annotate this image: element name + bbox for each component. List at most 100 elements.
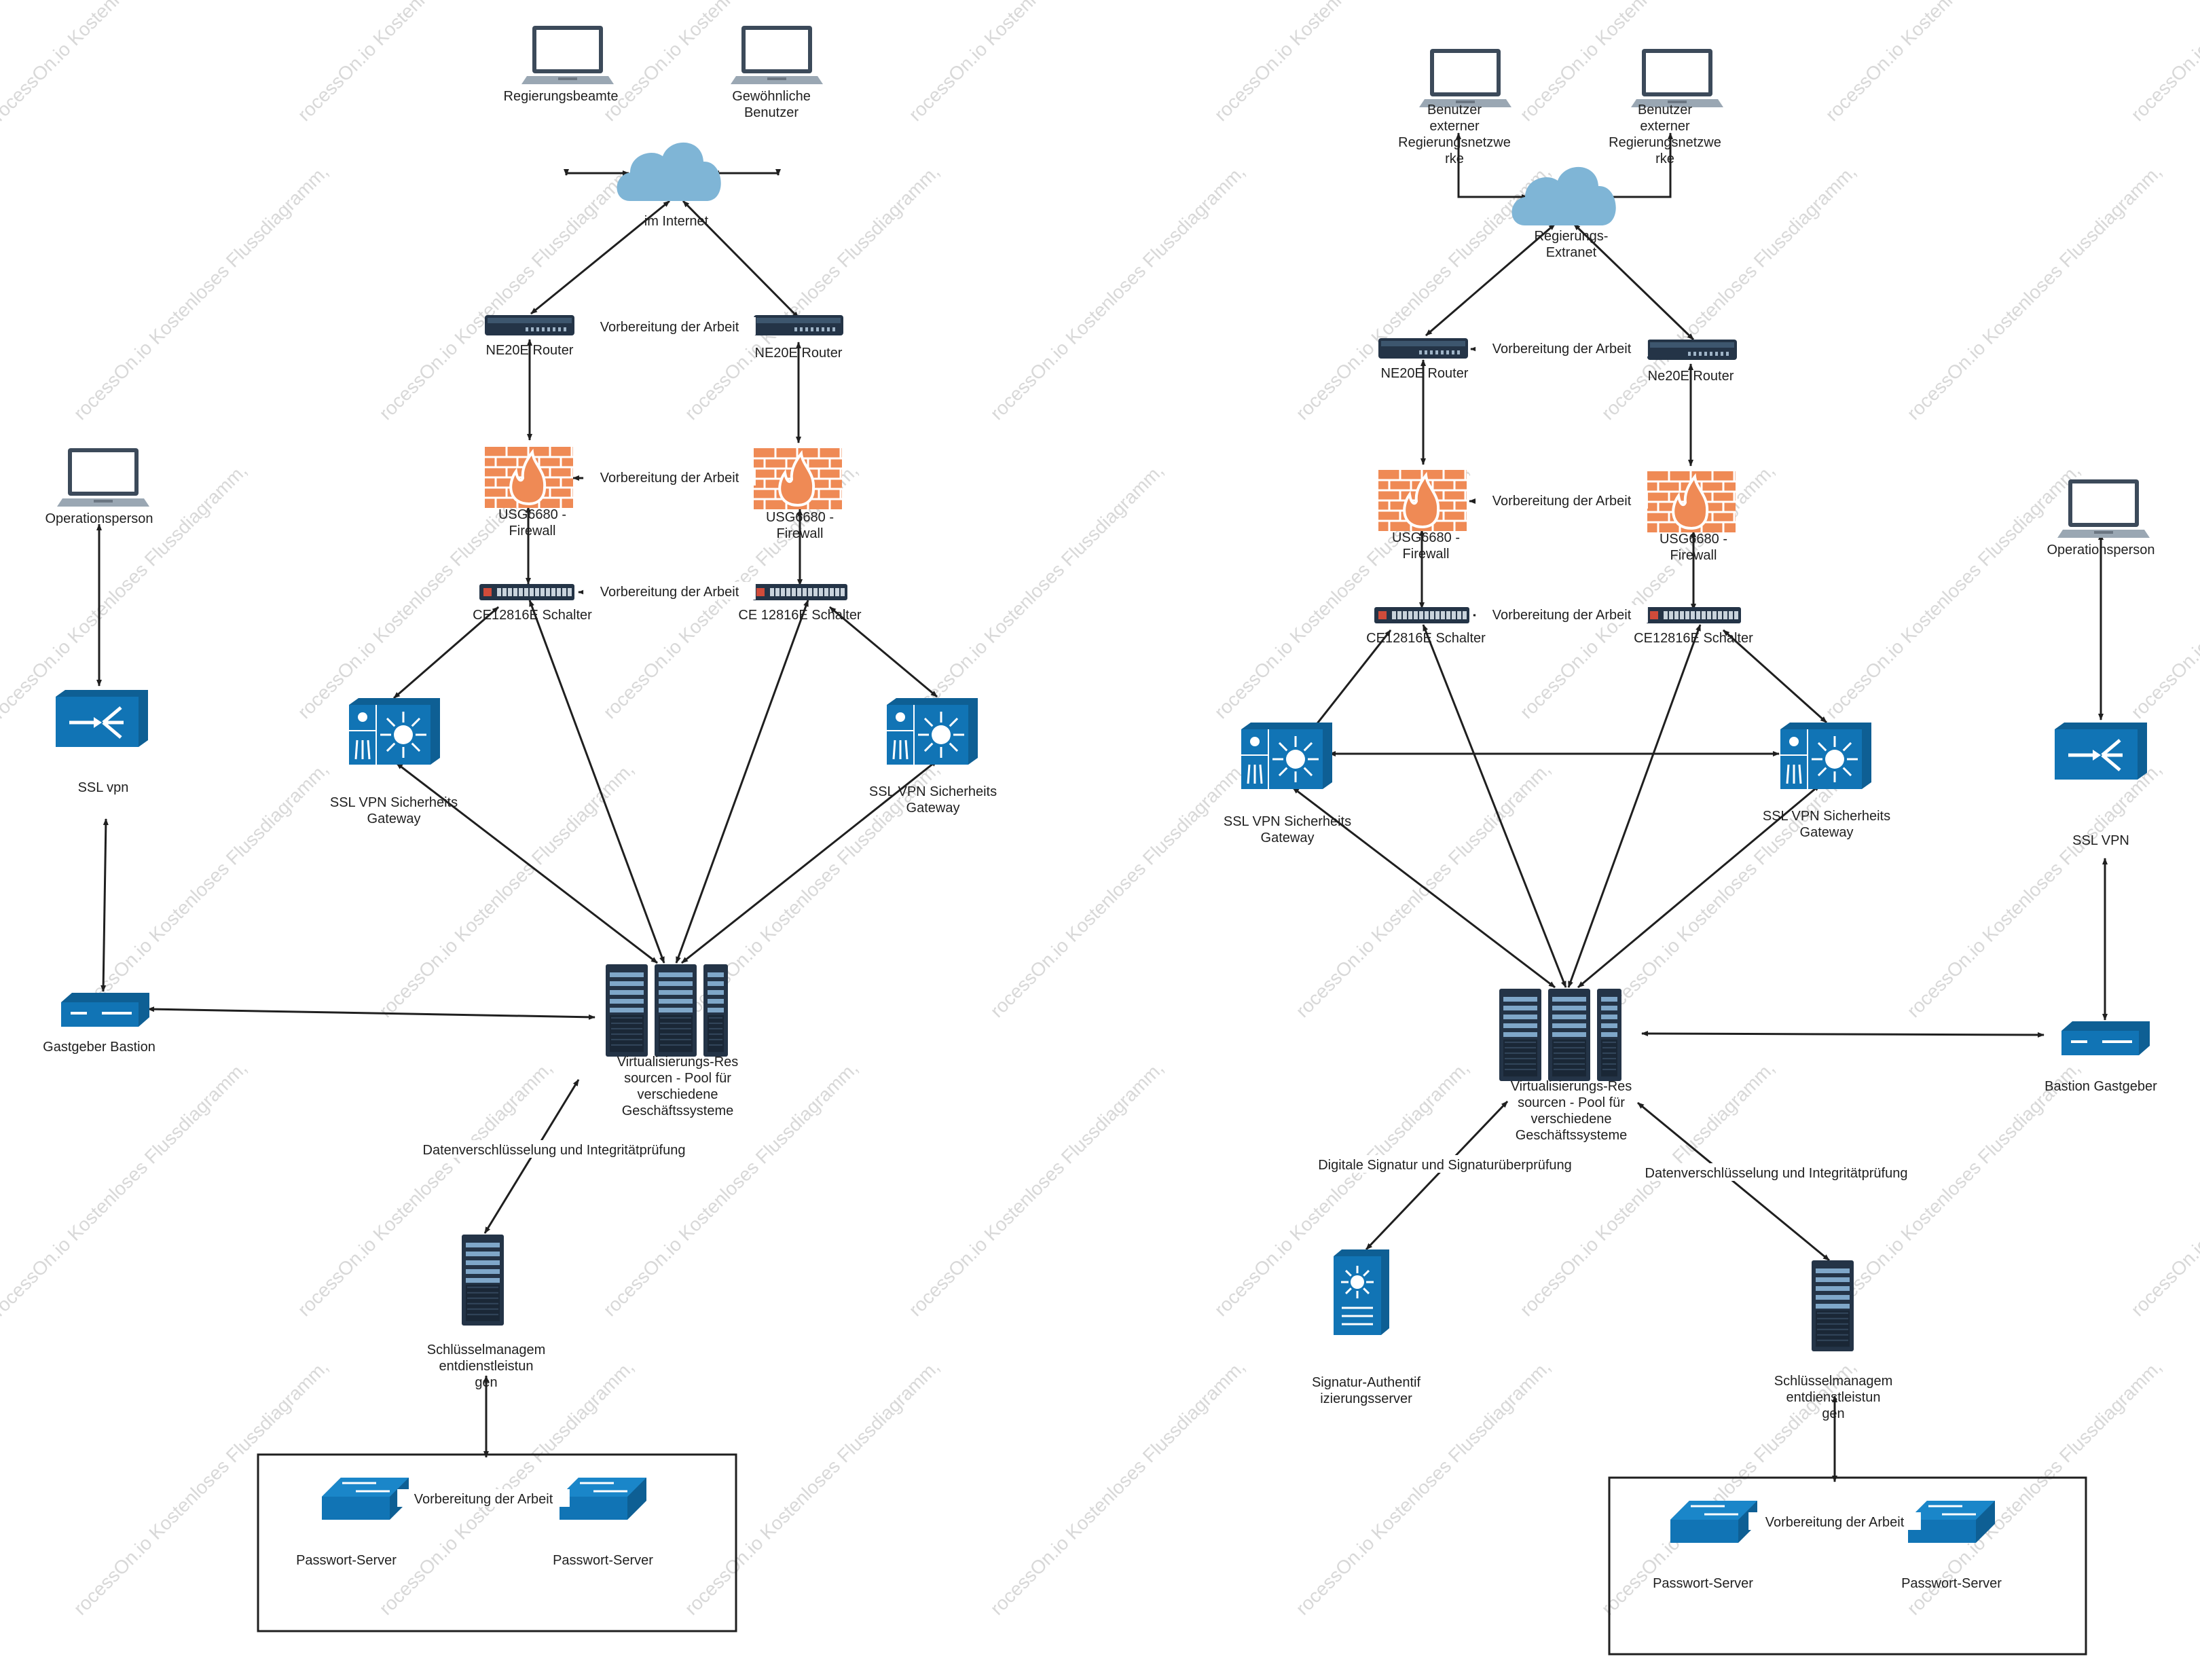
watermark-text: rocessOn.io Kostenloses Flussdiagramm,: [986, 1356, 1249, 1619]
watermark-text: rocessOn.io Kostenloses Flussdiagramm,: [2127, 1057, 2200, 1320]
switch-a-icon[interactable]: [479, 584, 574, 600]
internet-cloud-icon[interactable]: [617, 142, 721, 201]
watermark-text: rocessOn.io Kostenloses Flussdiagramm,: [293, 0, 556, 125]
edge-laptop-b-extranet[interactable]: [1599, 132, 1673, 200]
edge-vpn-b-pool-right[interactable]: [1577, 784, 1820, 989]
edge-gov-cloud[interactable]: [564, 169, 629, 176]
label-internet: im Internet: [644, 214, 709, 229]
key-service-right-icon[interactable]: [1812, 1260, 1854, 1351]
bastion-right-icon[interactable]: [2061, 1021, 2150, 1055]
edge-users-cloud[interactable]: [712, 169, 781, 176]
label-extranet: Regierungs-Extranet: [1535, 229, 1609, 260]
watermark-text: rocessOn.io Kostenloses Flussdiagramm,: [986, 759, 1249, 1021]
edge-bastion-pool-left[interactable]: [147, 1006, 595, 1020]
edge-switch-a-pool[interactable]: [528, 600, 665, 964]
edge-vpn-a-pool-right[interactable]: [1292, 786, 1556, 989]
extranet-cloud-icon[interactable]: [1511, 166, 1616, 225]
label-router-a-right: NE20E Router: [1381, 366, 1469, 381]
edge-label-sign-right: Digitale Signatur und Signaturüberprüfun…: [1318, 1158, 1572, 1173]
router-a-right-icon[interactable]: [1378, 338, 1468, 359]
watermark-text: rocessOn.io Kostenloses Flussdiagramm,: [69, 759, 332, 1021]
firewall-b-icon[interactable]: [754, 448, 842, 509]
label-firewall-b: USG6680 -Firewall: [766, 510, 834, 541]
edge-cloud-router-a[interactable]: [530, 200, 670, 315]
label-ops-person-left: Operationsperson: [45, 511, 153, 526]
vpn-gateway-b-right-icon[interactable]: [1780, 723, 1871, 789]
edge-extranet-router-a[interactable]: [1425, 223, 1556, 337]
switch-a-right-icon[interactable]: [1374, 607, 1469, 623]
laptop-ops-right-icon[interactable]: [2057, 479, 2150, 538]
laptop-extern-a-icon[interactable]: [1419, 49, 1511, 107]
label-ssl-vpn-right: SSL VPN: [2072, 833, 2129, 848]
watermark-text: rocessOn.io Kostenloses Flussdiagramm,: [1821, 1057, 2084, 1320]
laptop-extern-b-icon[interactable]: [1631, 49, 1723, 107]
watermark-text: rocessOn.io Kostenloses Flussdiagramm,: [1903, 759, 2165, 1021]
password-server-group-left[interactable]: [257, 1453, 737, 1632]
edge-laptop-a-extranet[interactable]: [1456, 132, 1528, 200]
watermark-text: rocessOn.io Kostenloses Flussdiagramm,: [0, 0, 251, 125]
bastion-left-icon[interactable]: [61, 993, 149, 1027]
edge-label-bg: [1621, 1163, 1931, 1181]
edge-label-password-left: Vorbereitung der Arbeit: [414, 1492, 553, 1507]
switch-b-icon[interactable]: [752, 584, 847, 600]
edge-label-firewalls-left: Vorbereitung der Arbeit: [600, 471, 739, 486]
edge-vpn-a-pool[interactable]: [396, 762, 658, 964]
firewall-b-right-icon[interactable]: [1647, 471, 1736, 532]
edge-cloud-router-b[interactable]: [682, 200, 800, 319]
edge-label-bg: [1294, 1155, 1596, 1173]
edge-pool-signserver-right[interactable]: [1365, 1100, 1509, 1251]
edge-vpn-b-pool[interactable]: [681, 759, 938, 964]
edge-label-firewalls-right: Vorbereitung der Arbeit: [1492, 494, 1632, 509]
ssl-vpn-right-icon[interactable]: [2055, 723, 2147, 780]
edge-pool-keyservice-right[interactable]: [1637, 1101, 1830, 1262]
router-a-icon[interactable]: [485, 315, 574, 335]
edge-label-bg: [583, 468, 756, 486]
server-pool-right-icon[interactable]: [1499, 989, 1621, 1081]
label-firewall-b-right: USG6680 -Firewall: [1660, 532, 1727, 563]
password-server-a-left-icon[interactable]: [322, 1478, 409, 1520]
ssl-vpn-left-icon[interactable]: [56, 690, 148, 747]
laptop-ops-icon[interactable]: [57, 448, 149, 507]
label-password-server-a-right: Passwort-Server: [1653, 1576, 1753, 1591]
watermark-text: rocessOn.io Kostenloses Flussdiagramm,: [293, 1057, 556, 1320]
vpn-gateway-a-icon[interactable]: [349, 698, 440, 765]
laptop-gov-officials-icon[interactable]: [521, 26, 614, 84]
edge-sslvpn-bastion-left[interactable]: [100, 818, 109, 992]
edge-label-switches-left: Vorbereitung der Arbeit: [600, 585, 739, 600]
switch-b-right-icon[interactable]: [1646, 607, 1741, 623]
laptop-regular-users-icon[interactable]: [731, 26, 823, 84]
router-b-icon[interactable]: [754, 315, 843, 335]
edge-extranet-router-b[interactable]: [1573, 223, 1695, 341]
edge-pool-bastion-right[interactable]: [1641, 1031, 2045, 1038]
password-server-b-left-icon[interactable]: [560, 1478, 646, 1520]
edge-switch-b-vpn-b-right[interactable]: [1722, 629, 1828, 724]
firewall-a-icon[interactable]: [485, 447, 573, 508]
edge-label-routers-left: Vorbereitung der Arbeit: [600, 320, 739, 335]
key-service-left-icon[interactable]: [462, 1235, 504, 1326]
router-b-right-icon[interactable]: [1647, 340, 1737, 360]
password-server-a-right-icon[interactable]: [1670, 1501, 1757, 1543]
label-firewall-a: USG6680 -Firewall: [498, 507, 566, 538]
edge-label-switches-right: Vorbereitung der Arbeit: [1492, 608, 1632, 623]
edge-label-bg: [583, 582, 756, 600]
edge-switch-b-vpn-b[interactable]: [829, 606, 938, 698]
edge-label-password-right: Vorbereitung der Arbeit: [1765, 1515, 1905, 1530]
watermark-text: rocessOn.io Kostenloses Flussdiagramm,: [904, 460, 1167, 723]
watermark-text: rocessOn.io Kostenloses Flussdiagramm,: [986, 161, 1249, 424]
server-pool-left-icon[interactable]: [606, 964, 728, 1057]
firewall-a-right-icon[interactable]: [1378, 470, 1467, 531]
watermark-text: rocessOn.io Kostenloses Flussdiagramm,: [680, 161, 943, 424]
label-bastion-right: Bastion Gastgeber: [2045, 1079, 2157, 1094]
vpn-gateway-a-right-icon[interactable]: [1241, 723, 1332, 789]
edge-label-bg: [1475, 339, 1648, 357]
vpn-gateway-b-icon[interactable]: [887, 698, 978, 765]
edge-switch-a-vpn-a[interactable]: [393, 606, 499, 699]
watermark-text: rocessOn.io Kostenloses Flussdiagramm,: [1291, 759, 1554, 1021]
password-server-b-right-icon[interactable]: [1908, 1501, 1995, 1543]
password-server-group-right[interactable]: [1608, 1476, 2087, 1656]
signature-server-icon[interactable]: [1334, 1249, 1389, 1335]
